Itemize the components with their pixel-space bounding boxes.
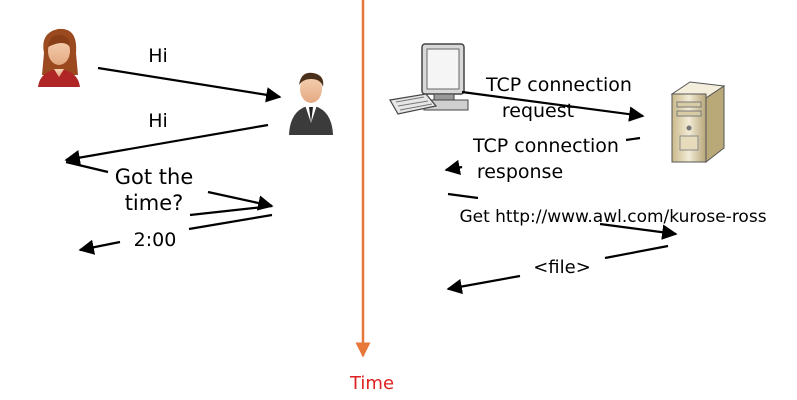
msg-tcp-response-line2: response: [477, 161, 563, 183]
arrow-file-seg1: [604, 244, 669, 260]
arrow-tcp-response-seg2: [444, 159, 463, 176]
man-icon: [289, 72, 333, 135]
human-protocol-arrows: [64, 66, 282, 255]
arrow-file-seg2: [446, 274, 521, 295]
msg-tcp-request-line1: TCP connection: [485, 74, 632, 96]
arrow-tcp-request: [461, 90, 645, 122]
msg-got-the: Got the: [115, 165, 194, 189]
arrow-tcp-response-seg1: [625, 136, 641, 142]
msg-tcp-response-line1: TCP connection: [472, 135, 619, 157]
desktop-computer-icon: [389, 43, 469, 115]
msg-hi-1: Hi: [148, 45, 168, 67]
arrow-got-time-seg1: [65, 160, 109, 174]
msg-2-00: 2:00: [134, 229, 177, 251]
arrow-hi-to-woman: [64, 123, 269, 166]
msg-hi-2: Hi: [148, 110, 168, 132]
arrow-2-00-seg2: [78, 239, 121, 255]
network-protocol-labels: TCP connection request TCP connection re…: [459, 74, 766, 278]
arrow-2-00-seg1: [188, 213, 273, 231]
time-axis: Time: [349, 0, 394, 394]
woman-icon: [38, 28, 80, 87]
msg-get-url: Get http://www.awl.com/kurose-ross: [459, 207, 766, 227]
arrow-get-seg2: [599, 222, 678, 240]
network-protocol-arrows: [444, 90, 678, 295]
time-label: Time: [349, 373, 394, 394]
human-protocol-labels: Hi Hi Got the time? 2:00: [115, 45, 194, 251]
server-tower-icon: [670, 81, 726, 164]
arrow-got-time-seg2: [207, 190, 274, 211]
arrow-got-time-seg3: [189, 204, 273, 217]
arrow-get-seg1: [447, 192, 479, 200]
msg-tcp-request-line2: request: [502, 100, 574, 122]
msg-time: time?: [125, 191, 184, 215]
msg-file: <file>: [533, 257, 591, 278]
arrow-hi-to-man: [97, 66, 282, 103]
